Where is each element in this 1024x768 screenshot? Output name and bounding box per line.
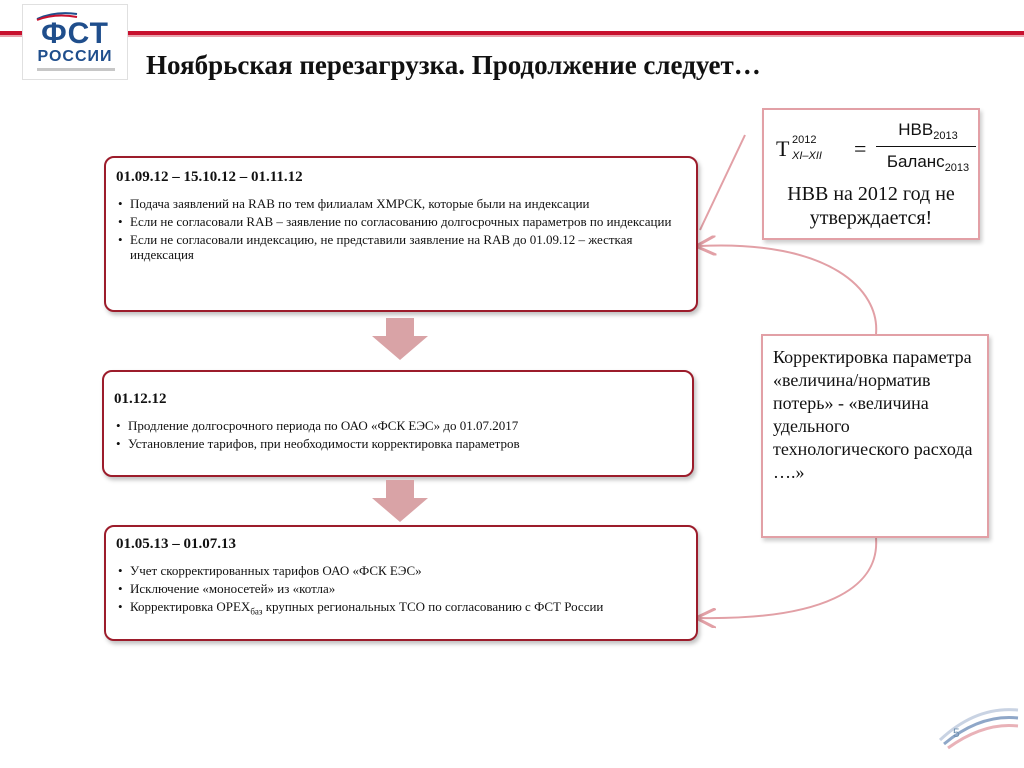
list-item: Если не согласовали RAB – заявление по с… (116, 214, 686, 229)
correction-connector-up (700, 246, 878, 335)
stage-box-3: 01.05.13 – 01.07.13 Учет скорректированн… (104, 525, 698, 641)
logo-line2: РОССИИ (37, 48, 113, 65)
logo-line1: ФСТ (41, 17, 109, 50)
opex-suffix: крупных региональных ТСО по согласованию… (262, 599, 604, 614)
stage-date: 01.12.12 (114, 391, 167, 407)
correction-connector-down (700, 537, 878, 618)
correction-box: Корректировка параметра «величина/нормат… (761, 334, 989, 538)
formula-superscript: 2012 (792, 134, 817, 146)
flag-swoosh-icon (938, 708, 1019, 750)
list-item: Подача заявлений на RAB по тем филиалам … (116, 196, 686, 211)
tariff-formula: T 2012 XI–XII = НВВ2013 Баланс2013 (776, 116, 976, 182)
stage-date: 01.09.12 – 15.10.12 – 01.11.12 (116, 169, 303, 185)
logo-fine-print (37, 68, 115, 71)
formula-box: T 2012 XI–XII = НВВ2013 Баланс2013 НВВ н… (762, 108, 980, 240)
list-item: Если не согласовали индексацию, не предс… (116, 232, 686, 262)
formula-equals: = (854, 136, 867, 161)
list-item: Продление долгосрочного периода по ОАО «… (114, 418, 682, 433)
stage-list: Продление долгосрочного периода по ОАО «… (114, 418, 682, 451)
formula-connector (699, 134, 746, 231)
list-item: Исключение «моносетей» из «котла» (116, 581, 686, 596)
flag-swoosh-icon (36, 12, 78, 21)
down-arrow-icon (372, 318, 428, 360)
formula-numerator: НВВ2013 (898, 120, 958, 142)
list-item: Учет скорректированных тарифов ОАО «ФСК … (116, 563, 686, 578)
fraction-bar (876, 146, 976, 147)
opex-prefix: Корректировка OPEX (130, 599, 251, 614)
header-accent-line (0, 31, 1024, 37)
stage-box-1: 01.09.12 – 15.10.12 – 01.11.12 Подача за… (104, 156, 698, 312)
page-number: 5 (953, 726, 960, 740)
slide-title: Ноябрьская перезагрузка. Продолжение сле… (146, 50, 761, 80)
formula-denominator: Баланс2013 (886, 152, 970, 174)
list-item: Установление тарифов, при необходимости … (114, 436, 682, 451)
opex-subscript: баз (250, 606, 263, 617)
fst-logo: ФСТ РОССИИ (22, 4, 128, 80)
stage-list: Подача заявлений на RAB по тем филиалам … (116, 196, 686, 262)
formula-note: НВВ на 2012 год не утверждается! (787, 183, 955, 229)
stage-box-2: 01.12.12 Продление долгосрочного периода… (102, 370, 694, 477)
formula-subscript: XI–XII (792, 150, 822, 162)
stage-date: 01.05.13 – 01.07.13 (116, 536, 236, 552)
formula-symbol: T (776, 136, 790, 161)
down-arrow-icon (372, 480, 428, 522)
stage-list: Учет скорректированных тарифов ОАО «ФСК … (116, 563, 686, 620)
list-item-opex: Корректировка OPEXбаз крупных региональн… (116, 599, 686, 620)
correction-text: Корректировка параметра «величина/нормат… (773, 347, 973, 482)
